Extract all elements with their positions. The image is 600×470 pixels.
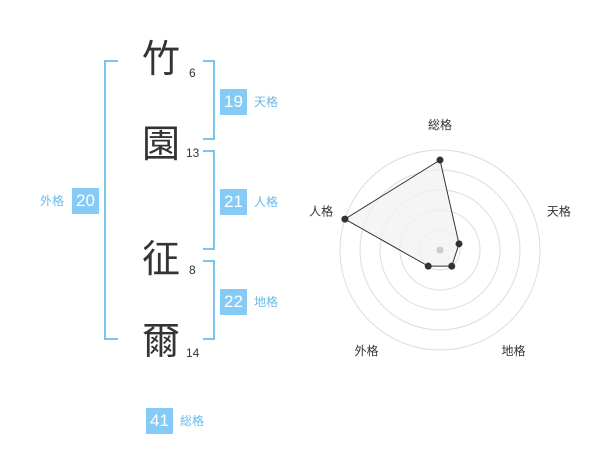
axis-label-2: 天格 xyxy=(547,203,571,218)
name-char-3: 征 xyxy=(142,237,181,281)
axis-label-3: 地格 xyxy=(501,343,525,358)
stroke-count-1: 6 xyxy=(189,66,196,80)
center-point xyxy=(436,246,444,254)
grid-ring-5 xyxy=(339,149,541,351)
soukaku-value: 41 xyxy=(146,408,173,434)
chikaku-label: 地格 xyxy=(254,295,279,309)
name-char-4: 爾 xyxy=(142,319,181,363)
gaikaku-bracket xyxy=(104,60,118,340)
data-point-3 xyxy=(448,262,456,270)
data-point-1 xyxy=(436,156,444,164)
name-char-2: 園 xyxy=(142,122,181,166)
axis-label-4: 外格 xyxy=(355,343,379,358)
gaikaku-label: 外格 xyxy=(40,194,65,208)
jinkaku-value: 21 xyxy=(220,189,247,215)
gaikaku-value: 20 xyxy=(72,188,99,214)
soukaku-label: 総格 xyxy=(180,414,205,428)
chikaku-bracket xyxy=(203,260,215,340)
data-point-4 xyxy=(424,262,432,270)
stroke-count-4: 14 xyxy=(186,346,200,360)
data-point-5 xyxy=(341,215,349,223)
tenkaku-label: 天格 xyxy=(254,95,279,109)
stroke-count-3: 8 xyxy=(189,263,196,277)
axis-label-1: 総格 xyxy=(428,117,452,132)
axis-label-5: 人格 xyxy=(309,203,333,218)
data-polygon xyxy=(343,159,460,267)
data-point-2 xyxy=(455,240,463,248)
stroke-count-2: 13 xyxy=(186,146,200,160)
tenkaku-value: 19 xyxy=(220,89,247,115)
chikaku-value: 22 xyxy=(220,289,247,315)
jinkaku-label: 人格 xyxy=(254,195,279,209)
name-char-1: 竹 xyxy=(142,37,181,81)
jinkaku-bracket xyxy=(203,150,215,250)
tenkaku-bracket xyxy=(203,60,215,140)
